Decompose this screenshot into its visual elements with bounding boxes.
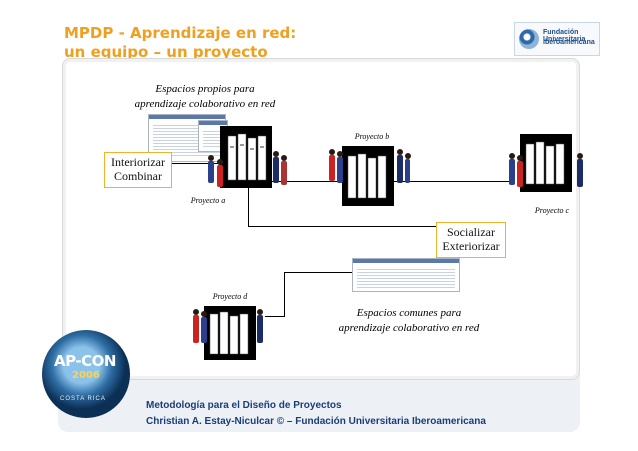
binders-icon xyxy=(342,146,394,206)
slide-title: MPDP - Aprendizaje en red: un equipo – u… xyxy=(64,24,296,62)
connector-line xyxy=(172,163,220,164)
title-line-2: un equipo – un proyecto xyxy=(64,43,268,61)
binders-icon xyxy=(220,126,272,188)
label-project-a: Proyecto a xyxy=(190,196,226,205)
box-interiorizar-combinar: Interiorizar Combinar xyxy=(104,152,172,188)
connector-line xyxy=(284,272,285,316)
diagram-panel xyxy=(62,58,580,380)
binders-icon xyxy=(204,306,256,360)
logo-emblem-icon xyxy=(519,29,539,49)
box-socializar-exteriorizar: Socializar Exteriorizar xyxy=(436,222,506,258)
logo-text-1: Fundación Universitaria xyxy=(543,29,586,43)
label-project-b: Proyecto b xyxy=(354,132,390,141)
team-people-icon xyxy=(509,153,583,187)
ap-con-badge-logo: AP-CON 2006 COSTA RICA xyxy=(42,330,130,418)
logo-text-2: Iberoamericana xyxy=(543,39,595,46)
footer-line-2: Christian A. Estay-Niculcar © – Fundació… xyxy=(146,416,486,427)
connector-line xyxy=(265,316,285,317)
label-project-d: Proyecto d xyxy=(212,292,248,301)
connector-line xyxy=(248,226,438,227)
title-line-1: MPDP - Aprendizaje en red: xyxy=(64,24,297,42)
caption-own-spaces: Espacios propios para aprendizaje colabo… xyxy=(134,83,276,110)
connector-line xyxy=(248,186,249,226)
team-people-icon xyxy=(193,309,263,343)
connector-line xyxy=(284,272,364,273)
team-people-icon xyxy=(208,151,287,187)
binders-icon xyxy=(520,134,572,192)
team-people-icon xyxy=(329,149,411,183)
caption-common-spaces: Espacios comunes para aprendizaje colabo… xyxy=(338,307,480,334)
label-project-c: Proyecto c xyxy=(534,206,570,215)
screenshot-thumbnail xyxy=(352,258,460,292)
footer-line-1: Metodología para el Diseño de Proyectos xyxy=(146,400,342,411)
university-logo: Fundación Universitaria Iberoamericana xyxy=(514,22,600,56)
